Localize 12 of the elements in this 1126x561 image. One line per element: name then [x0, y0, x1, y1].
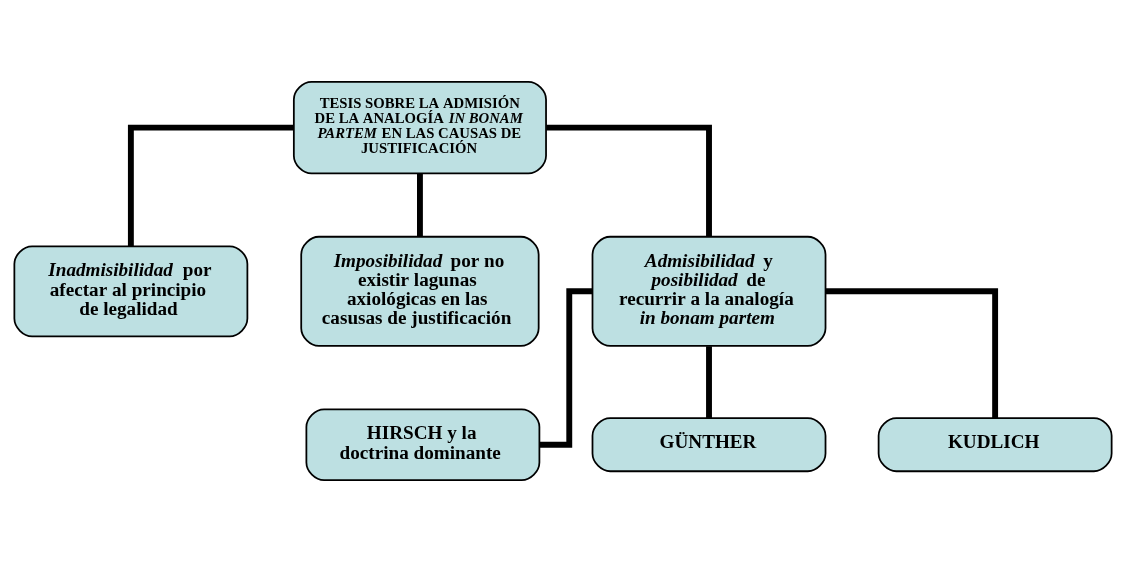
- node-box: Imposibilidad por no existir lagunas axiológicas en las casusas de justificación: [300, 235, 540, 347]
- node-box: TESIS SOBRE LA ADMISIÓN DE LA ANALOGÍA IN BONAM PARTEM EN LAS CAUSAS DE JUSTIFICACIÓN: [292, 80, 547, 174]
- node-box: Inadmisibilidad por afectar al principio de legalidad: [13, 244, 249, 337]
- node-box: GÜNTHER: [591, 416, 827, 472]
- node-box: Admisibilidad y posibilidad de recurrir a la analogía in bonam partem: [591, 235, 827, 347]
- node-box: HIRSCH y la doctrina dominante: [305, 407, 541, 481]
- connector: [825, 287, 999, 418]
- connector: [417, 173, 423, 236]
- node-box: KUDLICH: [877, 416, 1113, 472]
- connector: [127, 124, 294, 246]
- connector: [706, 345, 712, 418]
- connector: [546, 124, 712, 236]
